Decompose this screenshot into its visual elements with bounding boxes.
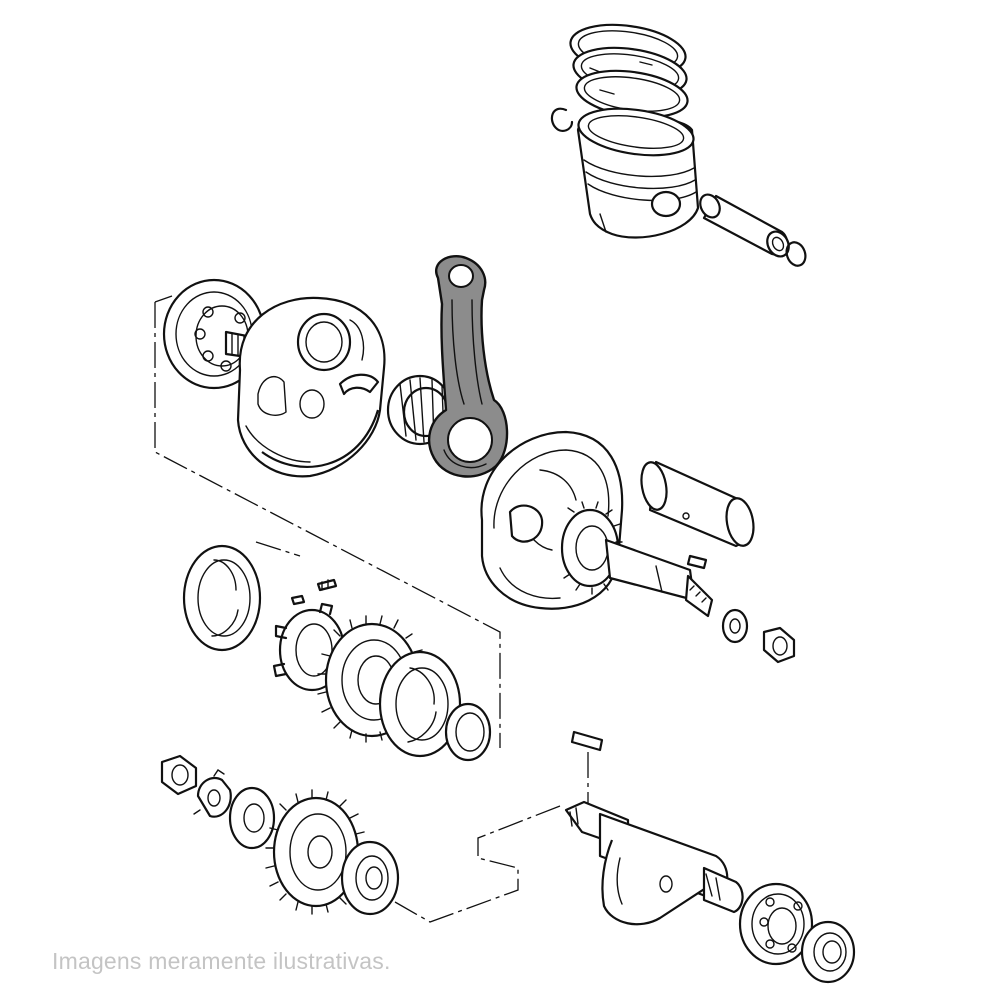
balancer-shaft-icon: [564, 800, 744, 926]
crank-pin-icon: [604, 538, 714, 618]
ball-bearing-icon: [340, 840, 400, 916]
crankshaft-left-half: [162, 278, 386, 478]
washer-icon: [800, 920, 856, 984]
ball-bearing-icon: [738, 882, 814, 966]
balancer-group: [160, 730, 856, 984]
gear-icon: [265, 789, 367, 915]
crankshaft-right-half: [480, 430, 755, 618]
connecting-rod-icon: [427, 255, 509, 478]
crank-web-icon: [236, 296, 386, 478]
assembly-leader-lines: [154, 295, 589, 923]
washer-icon: [721, 608, 749, 644]
piston-icon: [576, 107, 700, 239]
key-icon: [570, 730, 604, 752]
timing-gear-group: [182, 544, 492, 762]
nut-icon: [762, 626, 796, 664]
washer-icon: [444, 702, 492, 762]
circlip-icon: [785, 241, 807, 267]
washer-icon: [228, 786, 276, 850]
disclaimer-text: Imagens meramente ilustrativas.: [52, 948, 391, 974]
washer-icon: [193, 769, 232, 818]
key-icon: [686, 554, 708, 570]
circlip-icon: [550, 107, 574, 132]
crank-pin-icon: [640, 460, 755, 548]
piston-rings-icon: [569, 23, 689, 119]
piston-pin-icon: [699, 193, 790, 258]
washer-icon: [182, 544, 262, 652]
washer-icon: [378, 650, 462, 758]
nut-icon: [160, 754, 198, 796]
piston-assembly: [550, 23, 807, 267]
